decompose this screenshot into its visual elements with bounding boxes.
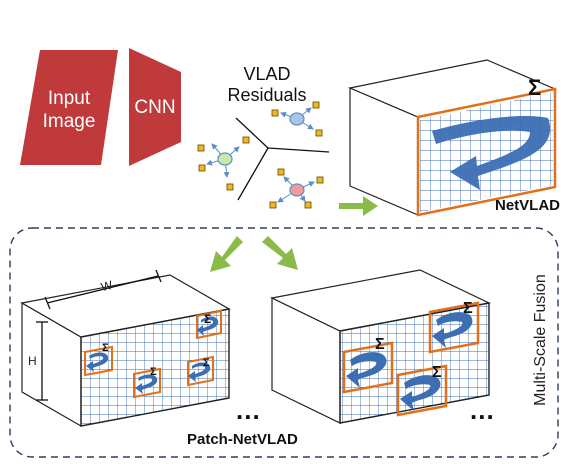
ellipsis-left: ... — [236, 395, 261, 425]
patch-box — [133, 367, 161, 399]
patch-sigma-large-3: Σ — [432, 364, 442, 381]
ellipsis-right: ... — [470, 395, 495, 425]
patch-box — [196, 309, 222, 340]
patch-sigma-small-3: Σ — [150, 366, 157, 378]
patch-sigma-small-1: Σ — [204, 312, 212, 326]
input-image-label-line2: Image — [42, 111, 96, 132]
cnn-block — [129, 48, 181, 166]
patch-sigma-small-2: Σ — [102, 342, 109, 354]
patch-sigma-large-1: Σ — [463, 300, 473, 317]
vlad-residuals-line2: Residuals — [227, 85, 307, 105]
netvlad-sigma: Σ — [528, 75, 542, 100]
patch-netvlad-cube-large-scale — [270, 269, 491, 424]
cluster-blue — [271, 101, 323, 137]
input-image-label-line1: Input — [47, 88, 91, 109]
patch-sigma-large-2: Σ — [375, 336, 385, 353]
height-label: H — [28, 354, 37, 368]
multi-scale-fusion-panel — [9, 227, 559, 458]
input-image-block — [20, 50, 118, 165]
patch-sigma-small-4: Σ — [203, 357, 210, 369]
patch-box — [342, 341, 394, 394]
input-image-label: Input Image — [30, 87, 108, 133]
cluster-green — [197, 136, 250, 191]
netvlad-label: NetVLAD — [495, 197, 561, 214]
arrow-to-patch-right — [262, 236, 298, 270]
vlad-residuals-label: VLAD Residuals — [222, 64, 312, 106]
patch-box — [84, 345, 113, 377]
patch-box — [187, 355, 214, 387]
vlad-residuals-line1: VLAD — [243, 64, 291, 84]
patch-netvlad-cube-small-scale — [20, 269, 231, 428]
arrow-to-netvlad — [339, 196, 378, 216]
netvlad-flow-arrow — [432, 115, 551, 190]
multi-scale-fusion-label: Multi-Scale Fusion — [532, 274, 549, 406]
cnn-label: CNN — [134, 97, 176, 118]
cluster-red — [269, 168, 324, 209]
patch-box — [428, 301, 480, 354]
vlad-residuals-diagram — [197, 101, 330, 209]
arrow-to-patch-left — [210, 236, 243, 272]
patch-box — [396, 364, 448, 417]
netvlad-cube — [347, 59, 558, 217]
patch-netvlad-label: Patch-NetVLAD — [187, 431, 298, 448]
